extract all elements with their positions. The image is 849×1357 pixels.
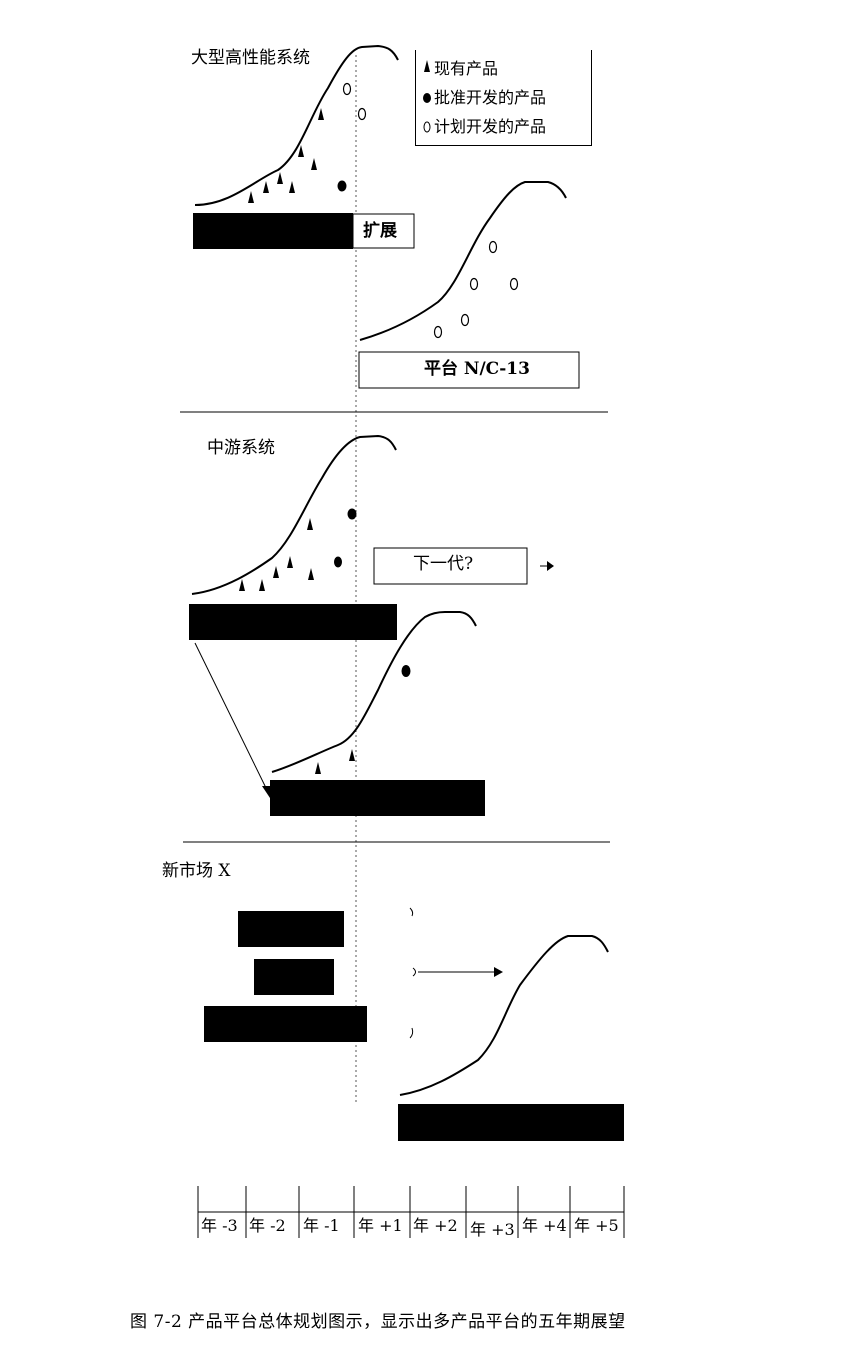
legend-triangle-icon <box>424 60 430 72</box>
planned-product-markers <box>433 240 519 339</box>
approved-product-marker <box>337 180 347 192</box>
connector-line <box>194 642 268 791</box>
arrow-head-icon <box>262 786 271 798</box>
lifecycle-curve <box>399 935 609 1096</box>
platform-nc13-label: 平台 N/C-13 <box>424 359 530 379</box>
timeline-label: 年 +2 <box>413 1216 458 1235</box>
existing-product-markers <box>239 518 314 591</box>
existing-product-markers <box>248 108 324 203</box>
lifecycle-curve <box>194 44 399 206</box>
lifecycle-curve <box>359 181 567 341</box>
planned-product-markers <box>342 82 367 121</box>
current-platform-bar <box>189 604 397 640</box>
legend-item-planned: 计划开发的产品 <box>434 117 547 136</box>
section-title-midrange: 中游系统 <box>207 438 275 458</box>
extension-box <box>352 213 415 249</box>
approved-product-marker <box>401 665 411 677</box>
section-title-high-performance: 大型高性能系统 <box>191 48 310 68</box>
lifecycle-curve <box>191 434 397 595</box>
next-generation-box <box>373 547 528 585</box>
timeline-label: 年 -3 <box>201 1216 238 1235</box>
legend-hollow-dot-icon <box>423 121 431 133</box>
bracket-mark <box>409 907 414 917</box>
bracket-mark <box>409 1027 414 1039</box>
timeline-label: 年 +4 <box>522 1216 567 1235</box>
derivative-platform-bar <box>270 780 485 816</box>
timeline-ticks <box>197 1186 625 1238</box>
figure-caption: 图 7-2 产品平台总体规划图示，显示出多产品平台的五年期展望 <box>130 1312 626 1332</box>
arrow-head-icon <box>547 561 554 571</box>
legend-item-approved: 批准开发的产品 <box>434 88 547 107</box>
arrow-head-icon <box>494 967 503 977</box>
platform-bar <box>204 1006 367 1042</box>
existing-product-markers <box>315 749 355 774</box>
current-platform-bar <box>193 213 353 249</box>
bracket-mark <box>412 967 416 977</box>
platform-nc13-box <box>358 351 580 389</box>
legend-filled-dot-icon <box>423 93 431 103</box>
extension-label: 扩展 <box>363 221 397 241</box>
timeline-label: 年 -2 <box>249 1216 286 1235</box>
next-generation-label: 下一代? <box>413 554 474 574</box>
platform-bar <box>238 911 344 947</box>
platform-bar <box>254 959 334 995</box>
timeline-label: 年 +3 <box>470 1220 515 1239</box>
legend-item-existing: 现有产品 <box>434 59 499 78</box>
timeline-label: 年 +1 <box>358 1216 403 1235</box>
section-title-new-market: 新市场 X <box>162 861 231 881</box>
timeline-label: 年 +5 <box>574 1216 619 1235</box>
approved-product-markers <box>334 508 357 568</box>
legend-box: 现有产品 批准开发的产品 计划开发的产品 <box>415 50 592 146</box>
lifecycle-curve <box>271 611 477 773</box>
new-platform-bar <box>398 1104 624 1141</box>
timeline-label: 年 -1 <box>303 1216 340 1235</box>
